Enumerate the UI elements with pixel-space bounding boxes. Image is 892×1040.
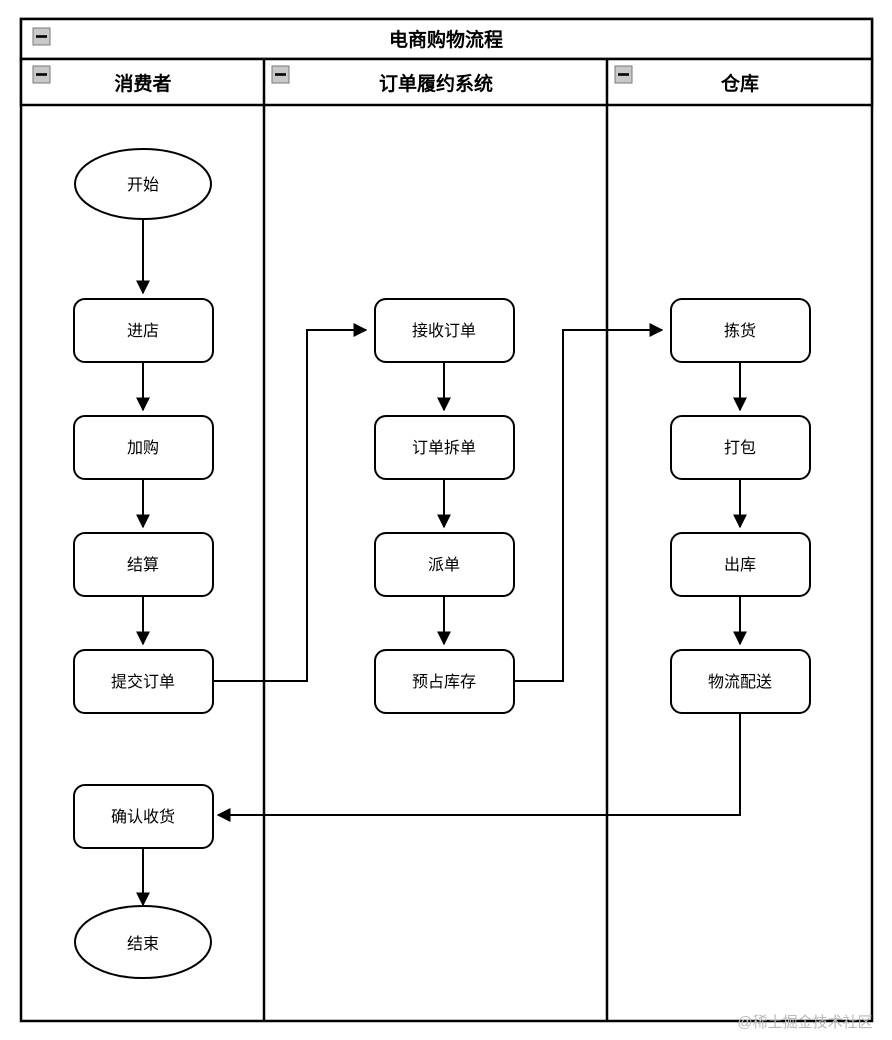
lane-collapse-icon-warehouse[interactable] [614,65,633,84]
lane-header-consumer[interactable]: 消费者 [114,72,171,95]
node-delivery[interactable]: 物流配送 [670,649,811,714]
node-start[interactable]: 开始 [74,148,212,220]
edge-submit-to-receive [213,323,368,682]
lane-header-oms[interactable]: 订单履约系统 [379,72,493,95]
node-submit[interactable]: 提交订单 [73,649,214,714]
node-label: 提交订单 [111,673,175,691]
edge-layer [136,219,747,907]
node-pack[interactable]: 打包 [670,415,811,480]
node-end[interactable]: 结束 [74,905,212,979]
watermark: @稀土掘金技术社区 [737,1014,872,1031]
node-label: 出库 [724,556,756,574]
lane-header-warehouse[interactable]: 仓库 [720,72,759,95]
node-label: 进店 [127,322,159,340]
lane-title-oms: 订单履约系统 [379,72,493,95]
lane-collapse-icon-consumer[interactable] [32,65,51,84]
edge-delivery-to-confirm [216,713,741,822]
node-label: 预占库存 [412,673,476,691]
node-confirm[interactable]: 确认收货 [73,784,214,849]
node-label: 结算 [127,555,159,574]
node-label: 开始 [127,176,159,194]
node-label: 加购 [127,439,159,457]
lane-collapse-icon-oms[interactable] [271,65,290,84]
node-split[interactable]: 订单拆单 [374,415,515,480]
node-label: 接收订单 [412,322,476,340]
pool-title-band: 电商购物流程 [19,17,874,61]
node-label: 派单 [428,556,460,574]
node-label: 结束 [127,935,159,953]
lane-title-warehouse: 仓库 [720,72,759,95]
lane-header-band [19,57,874,1021]
node-label: 物流配送 [708,673,772,691]
node-cart[interactable]: 加购 [73,415,214,480]
node-label: 打包 [724,439,756,457]
node-outbound[interactable]: 出库 [670,532,811,597]
node-receive[interactable]: 接收订单 [374,298,515,363]
edge-reserve-to-pick [514,323,664,682]
lane-title-consumer: 消费者 [114,72,171,95]
node-reserve[interactable]: 预占库存 [374,649,515,714]
pool-collapse-icon[interactable] [32,27,51,46]
pool-title: 电商购物流程 [389,28,503,51]
node-label: 拣货 [724,322,756,340]
node-settle[interactable]: 结算 [73,532,214,597]
node-label: 订单拆单 [412,439,476,457]
node-label: 确认收货 [111,808,175,826]
node-dispatch[interactable]: 派单 [374,532,515,597]
node-pick[interactable]: 拣货 [670,298,811,363]
node-enter[interactable]: 进店 [73,298,214,363]
